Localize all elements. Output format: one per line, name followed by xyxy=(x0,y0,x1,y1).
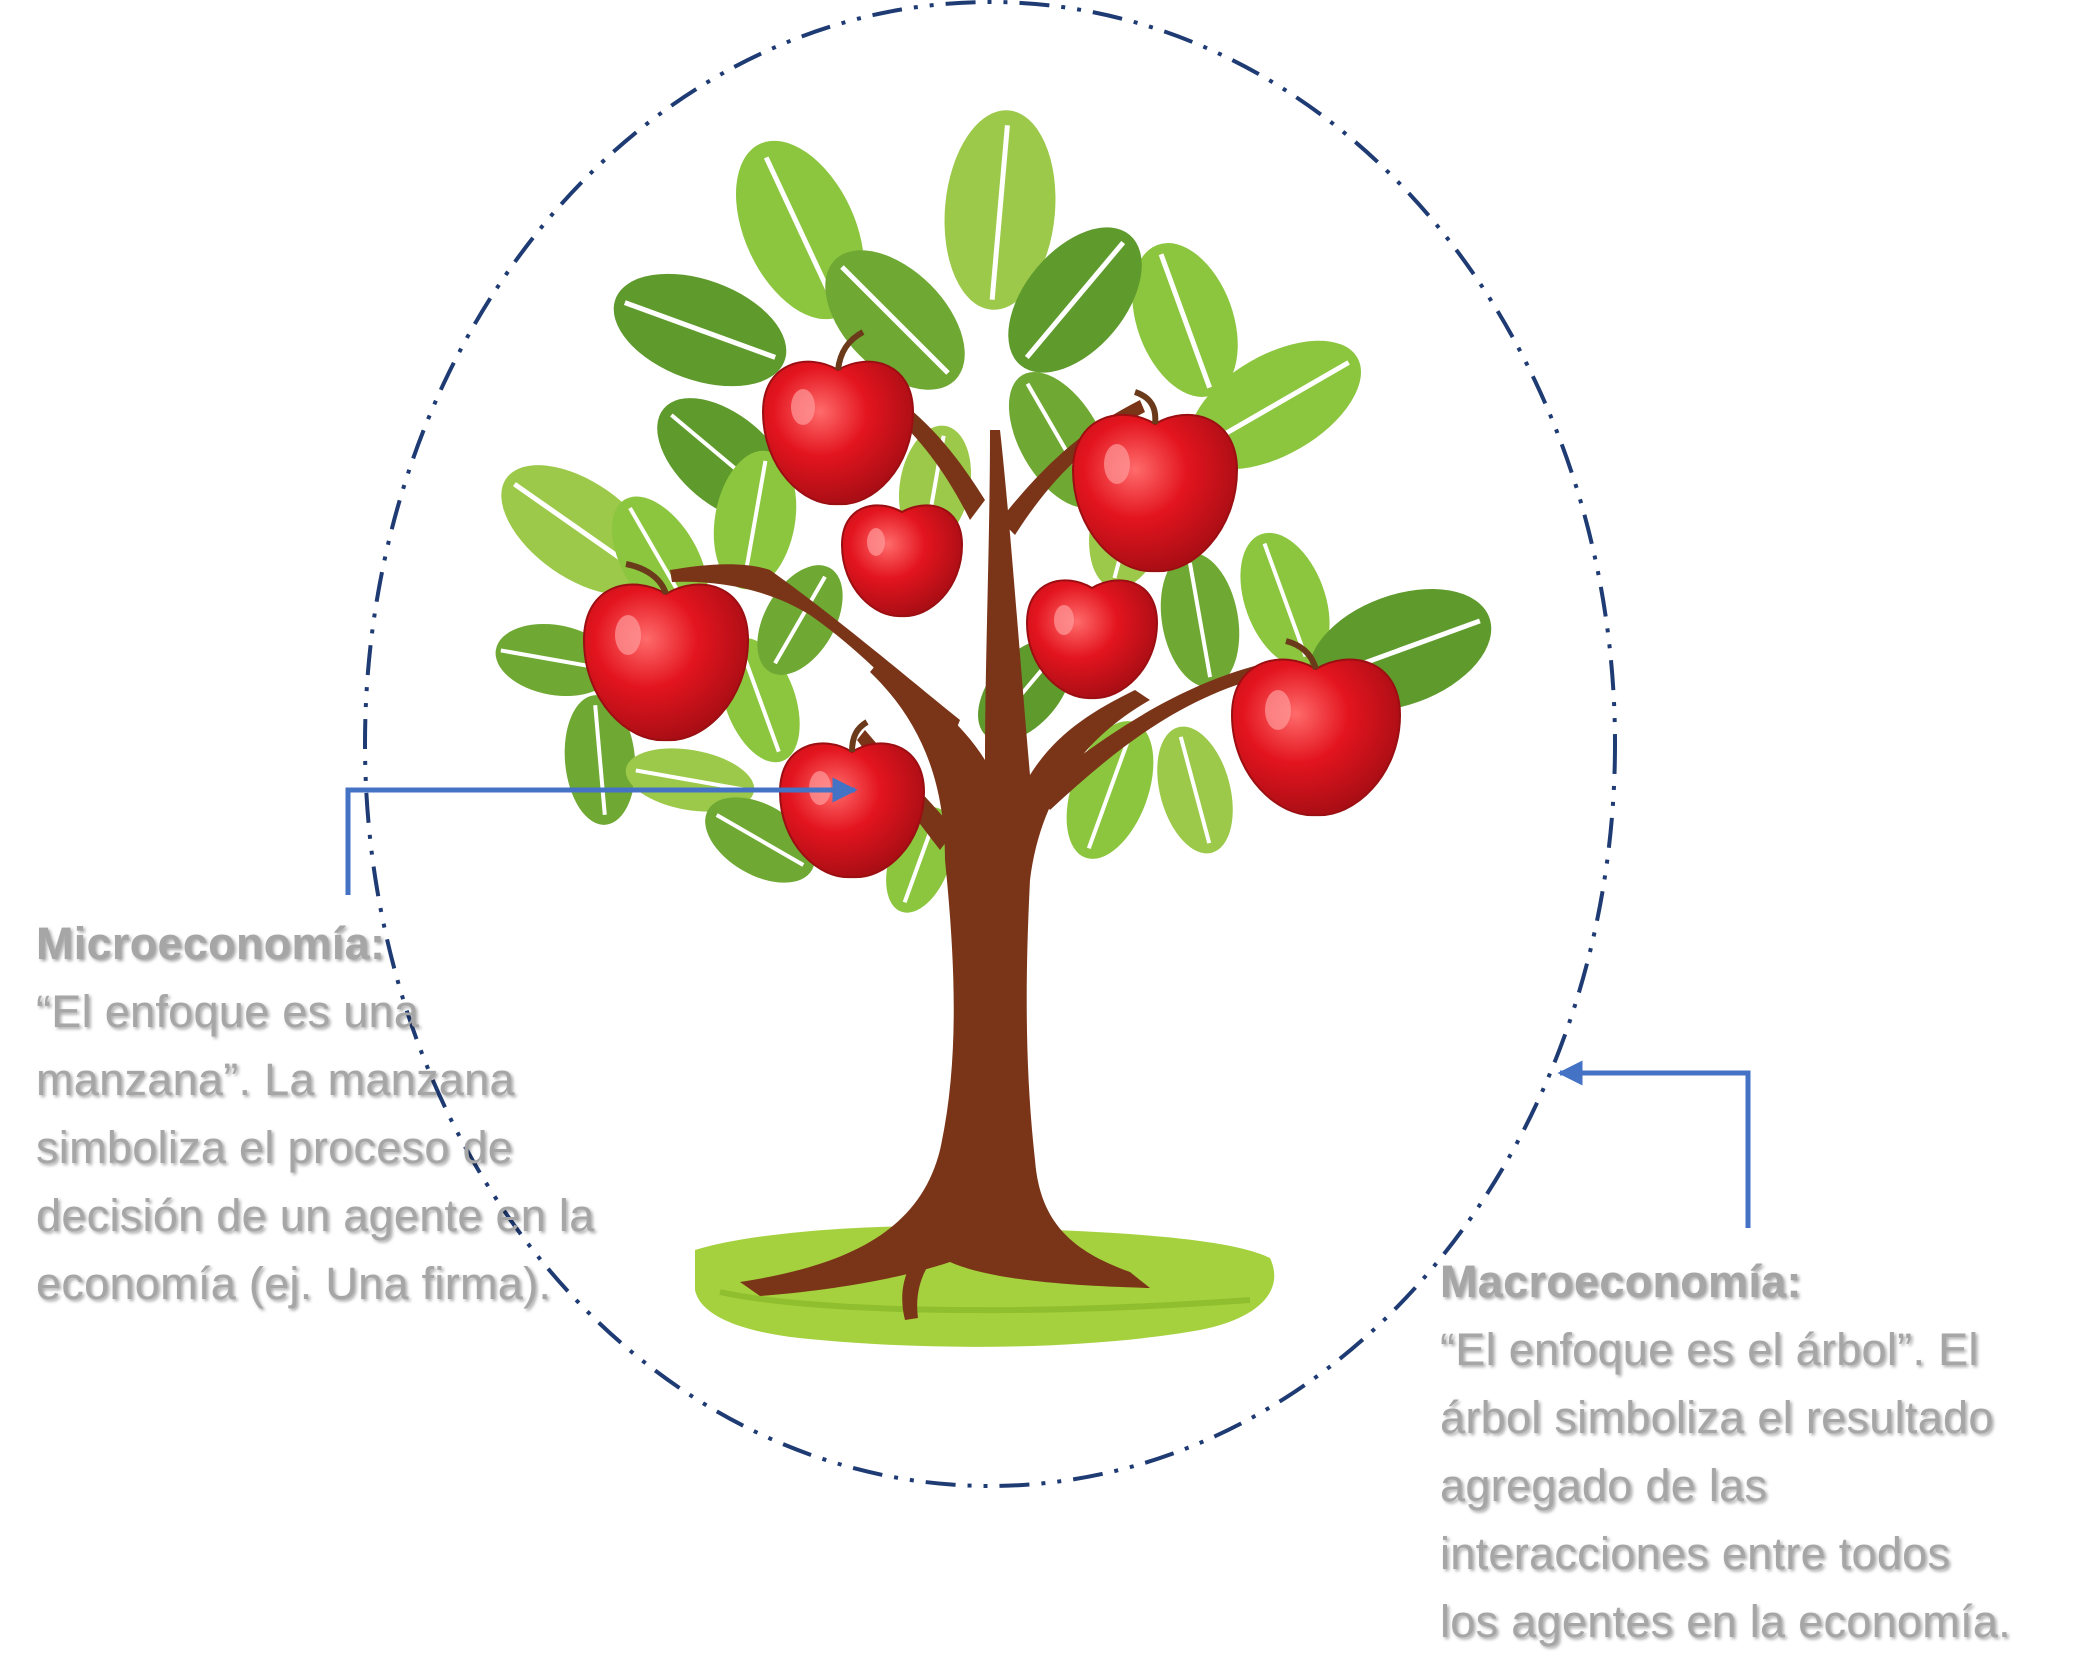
macro-line: interacciones entre todos xyxy=(1440,1528,1951,1579)
apple-icon xyxy=(1230,638,1402,817)
micro-title: Microeconomía: xyxy=(36,918,386,969)
macro-title: Macroeconomía: xyxy=(1440,1256,1802,1307)
grass-icon xyxy=(695,1226,1275,1347)
macro-line: árbol simboliza el resultado xyxy=(1440,1392,1994,1443)
micro-line: “El enfoque es una xyxy=(36,986,420,1037)
apple-tree-icon xyxy=(495,110,1492,1347)
apple-icon xyxy=(582,561,750,742)
apple-icon xyxy=(1071,389,1239,573)
macro-arrow xyxy=(1557,1060,1751,1228)
apple-icon xyxy=(761,329,915,506)
macro-caption: Macroeconomía: “El enfoque es el árbol”.… xyxy=(1440,1248,2095,1656)
micro-line: decisión de un agente en la xyxy=(36,1190,595,1241)
macro-line: agregado de las xyxy=(1440,1460,1768,1511)
apple-icon xyxy=(778,719,926,879)
micro-line: economía (ej. Una firma). xyxy=(36,1258,552,1309)
macro-boundary-circle xyxy=(363,0,1617,1488)
micro-line: manzana”. La manzana xyxy=(36,1054,515,1105)
micro-arrow xyxy=(345,777,858,895)
macro-line: “El enfoque es el árbol”. El xyxy=(1440,1324,1979,1375)
micro-line: simboliza el proceso de xyxy=(36,1122,514,1173)
apple-icon xyxy=(1025,579,1159,700)
apples-icon xyxy=(582,329,1402,879)
micro-caption: Microeconomía: “El enfoque es una manzan… xyxy=(36,910,676,1318)
apple-icon xyxy=(840,504,964,618)
macro-line: los agentes en la economía. xyxy=(1440,1596,2011,1647)
